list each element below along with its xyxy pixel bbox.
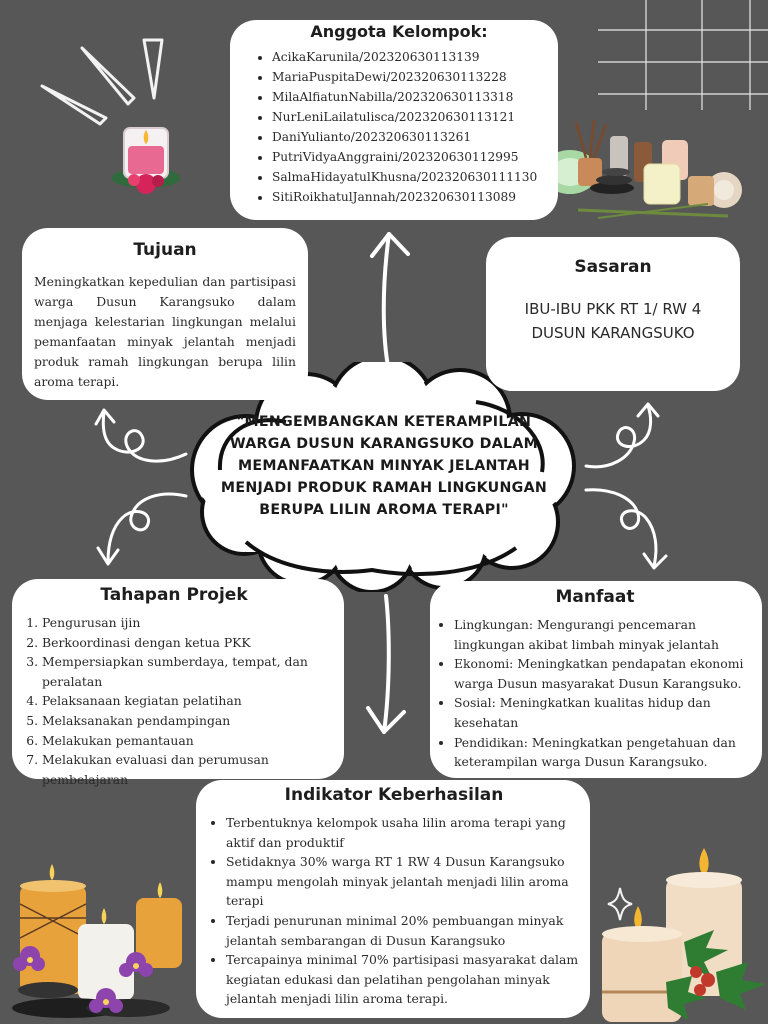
members-list: AcikaKarunila/202320630113139 MariaPuspi… bbox=[254, 47, 544, 207]
target-card: Sasaran IBU-IBU PKK RT 1/ RW 4 DUSUN KAR… bbox=[486, 237, 740, 391]
list-item: Terjadi penurunan minimal 20% pembuangan… bbox=[226, 911, 580, 950]
list-item: Melakukan evaluasi dan perumusan pembela… bbox=[42, 750, 336, 789]
candles-cluster-icon bbox=[12, 864, 182, 1018]
slogan-cloud bbox=[190, 362, 576, 592]
stages-card: Tahapan Projek Pengurusan ijin Berkoordi… bbox=[12, 579, 344, 787]
benefits-title: Manfaat bbox=[555, 587, 635, 607]
indicators-card: Indikator Keberhasilan Terbentuknya kelo… bbox=[196, 780, 590, 1018]
list-item: Pengurusan ijin bbox=[42, 613, 336, 633]
list-item: Terbentuknya kelompok usaha lilin aroma … bbox=[226, 813, 580, 852]
list-item: Setidaknya 30% warga RT 1 RW 4 Dusun Kar… bbox=[226, 852, 580, 911]
list-item: MariaPuspitaDewi/202320630113228 bbox=[272, 67, 544, 87]
list-item: NurLeniLailatulisca/202320630113121 bbox=[272, 107, 544, 127]
list-item: SitiRoikhatulJannah/202320630113089 bbox=[272, 187, 544, 207]
indicators-title: Indikator Keberhasilan bbox=[284, 785, 504, 805]
list-item: SalmaHidayatulKhusna/202320630111130 bbox=[272, 167, 544, 187]
list-item: AcikaKarunila/202320630113139 bbox=[272, 47, 544, 67]
members-title: Anggota Kelompok: bbox=[310, 22, 488, 41]
curl-arrow-icon bbox=[584, 402, 660, 469]
list-item: MilaAlfiatunNabilla/202320630113318 bbox=[272, 87, 544, 107]
list-item: PutriVidyaAnggraini/202320630112995 bbox=[272, 147, 544, 167]
goal-card: Tujuan Meningkatkan kepedulian dan parti… bbox=[22, 228, 308, 400]
up-arrow-icon bbox=[370, 232, 410, 374]
list-item: Pelaksanaan kegiatan pelatihan bbox=[42, 691, 336, 711]
list-item: Melaksanakan pendampingan bbox=[42, 711, 336, 731]
target-line-2: DUSUN KARANGSUKO bbox=[531, 324, 695, 342]
benefits-list: Lingkungan: Mengurangi pencemaran lingku… bbox=[436, 615, 754, 772]
sparkle-icon bbox=[607, 887, 633, 921]
stages-list: Pengurusan ijin Berkoordinasi dengan ket… bbox=[12, 613, 336, 789]
list-item: Tercapainya minimal 70% partisipasi masy… bbox=[226, 950, 580, 1009]
grid-lines-decoration bbox=[598, 0, 768, 110]
curl-arrow-icon bbox=[96, 492, 188, 566]
spa-set-icon bbox=[542, 119, 742, 219]
target-title: Sasaran bbox=[574, 257, 652, 277]
list-item: Melakukan pemantauan bbox=[42, 731, 336, 751]
candle-jar-icon bbox=[112, 127, 180, 194]
holly-candles-icon bbox=[602, 848, 766, 1022]
down-arrow-icon bbox=[366, 594, 406, 734]
list-item: Pendidikan: Meningkatkan pengetahuan dan… bbox=[454, 733, 754, 772]
target-line-1: IBU-IBU PKK RT 1/ RW 4 bbox=[524, 300, 702, 318]
rays-decoration bbox=[40, 38, 164, 126]
goal-text: Meningkatkan kepedulian dan partisipasi … bbox=[34, 274, 296, 389]
goal-title: Tujuan bbox=[133, 240, 197, 260]
benefits-card: Manfaat Lingkungan: Mengurangi pencemara… bbox=[430, 581, 762, 778]
list-item: Ekonomi: Meningkatkan pendapatan ekonomi… bbox=[454, 654, 754, 693]
list-item: Mempersiapkan sumberdaya, tempat, dan pe… bbox=[42, 652, 336, 691]
list-item: DaniYulianto/202320630113261 bbox=[272, 127, 544, 147]
stages-title: Tahapan Projek bbox=[100, 585, 248, 605]
curl-arrow-icon bbox=[584, 488, 668, 570]
indicators-list: Terbentuknya kelompok usaha lilin aroma … bbox=[208, 813, 580, 1009]
list-item: Berkoordinasi dengan ketua PKK bbox=[42, 633, 336, 653]
members-card: Anggota Kelompok: AcikaKarunila/20232063… bbox=[230, 20, 558, 220]
list-item: Lingkungan: Mengurangi pencemaran lingku… bbox=[454, 615, 754, 654]
curl-arrow-icon bbox=[94, 408, 188, 463]
list-item: Sosial: Meningkatkan kualitas hidup dan … bbox=[454, 693, 754, 732]
slogan-text: "MENGEMBANGKAN KETERAMPILAN WARGA DUSUN … bbox=[220, 414, 548, 518]
